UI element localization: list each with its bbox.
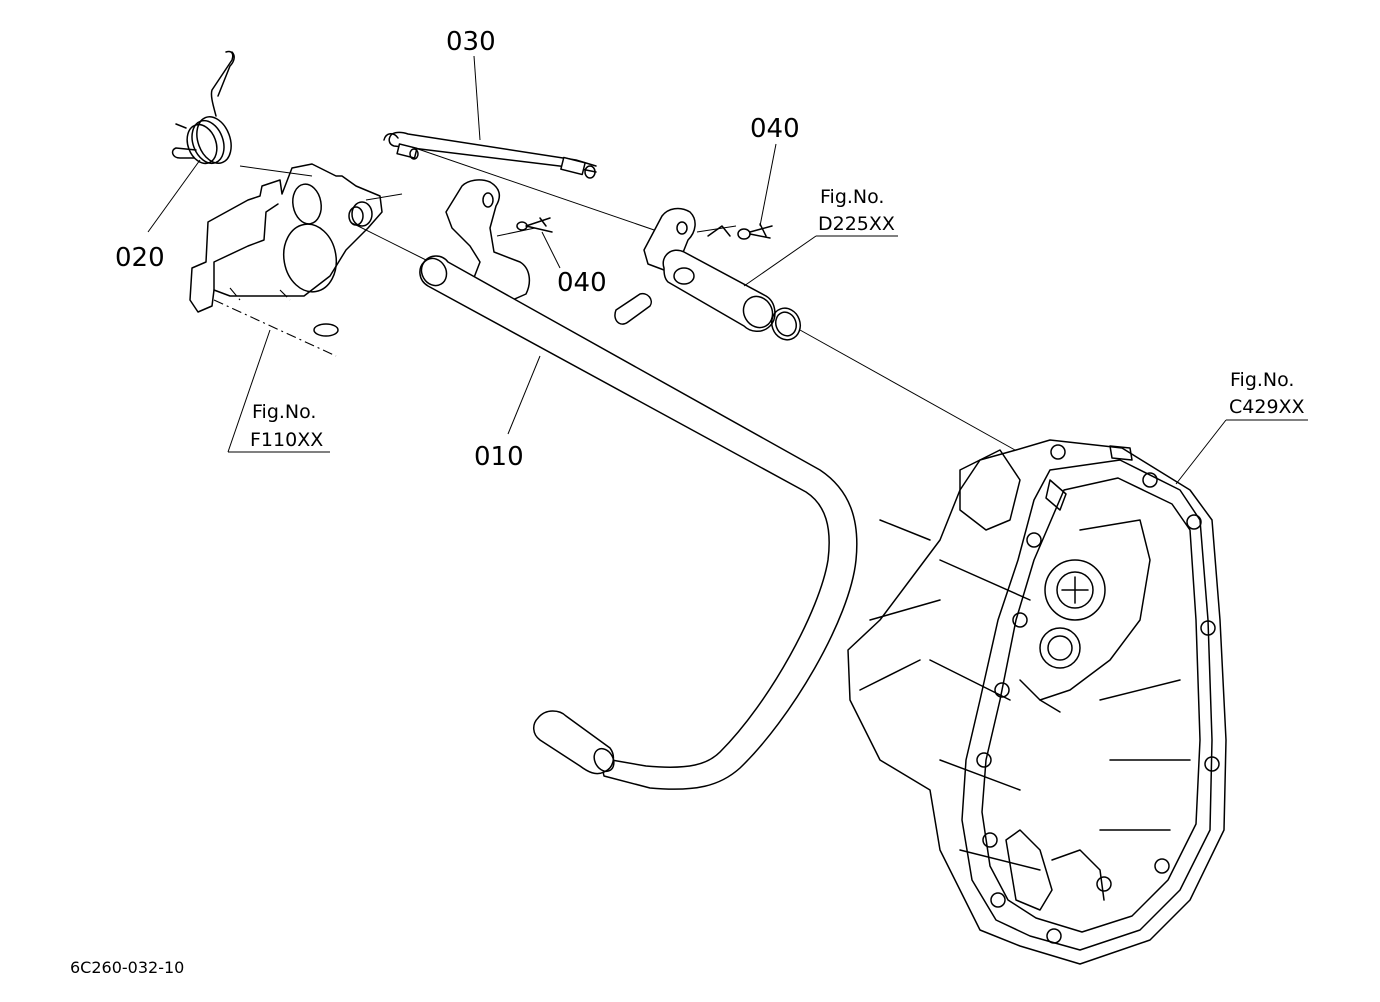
figure-ref-code: C429XX xyxy=(1229,396,1305,418)
callout-part-030[interactable]: 030 xyxy=(446,27,496,57)
pedal-arm-010[interactable] xyxy=(417,179,858,790)
bracket-plate xyxy=(189,163,383,357)
leader-lines xyxy=(147,55,1308,485)
figure-ref-caption: Fig.No. xyxy=(252,401,316,423)
callout-part-010[interactable]: 010 xyxy=(474,442,524,472)
link-rod-030[interactable] xyxy=(383,131,597,179)
figure-ref-caption: Fig.No. xyxy=(1230,369,1294,391)
callout-part-040-center[interactable]: 040 xyxy=(557,268,607,298)
exploded-chain-lines xyxy=(239,147,1016,451)
cotter-pin-040-right[interactable] xyxy=(737,223,773,240)
figure-ref-code: F110XX xyxy=(250,429,323,451)
figure-ref-caption: Fig.No. xyxy=(820,186,884,208)
torsion-spring-020[interactable] xyxy=(171,50,238,168)
callout-part-040-right[interactable]: 040 xyxy=(750,114,800,144)
drawing-code: 6C260-032-10 xyxy=(70,958,184,977)
figure-ref-d225xx[interactable]: Fig.No. D225XX xyxy=(818,186,895,235)
figure-ref-f110xx[interactable]: Fig.No. F110XX xyxy=(250,401,323,451)
figure-ref-c429xx[interactable]: Fig.No. C429XX xyxy=(1229,369,1305,418)
clutch-housing xyxy=(847,439,1227,965)
callout-part-020[interactable]: 020 xyxy=(115,243,165,273)
figure-ref-code: D225XX xyxy=(818,213,895,235)
cotter-pin-040-center[interactable] xyxy=(516,217,553,233)
release-shaft-assembly xyxy=(614,207,801,341)
